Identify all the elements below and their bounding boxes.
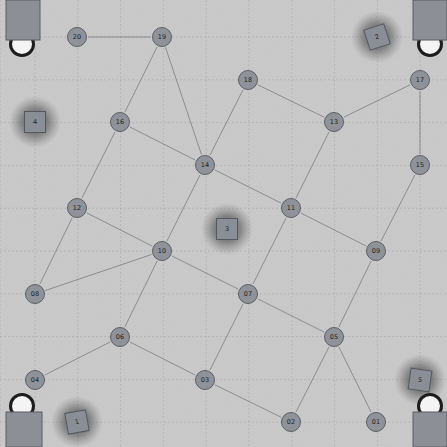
node-number: 16 (116, 119, 124, 126)
node-circle: 02 (281, 412, 301, 432)
link-line (258, 299, 324, 332)
node-circle: 08 (25, 284, 45, 304)
link-line (339, 347, 371, 412)
node-circle: 19 (152, 27, 172, 47)
node-circle: 07 (238, 284, 258, 304)
node-number: 01 (372, 419, 380, 426)
anchor-number: 5 (417, 376, 422, 383)
grid-line (0, 122, 447, 123)
link-line (258, 85, 324, 117)
grid-line (0, 379, 447, 380)
node-number: 05 (330, 334, 338, 341)
link-line (130, 127, 195, 160)
node-circle: 11 (281, 198, 301, 218)
node-circle: 12 (67, 198, 87, 218)
node-number: 20 (73, 34, 81, 41)
anchor-square: 3 (216, 218, 238, 240)
link-line (82, 132, 115, 198)
link-line (420, 91, 421, 154)
node-number: 07 (244, 291, 252, 298)
grid-line (0, 293, 447, 294)
link-line (296, 347, 329, 412)
corner-blocks (6, 0, 447, 447)
anchor-shadows (9, 11, 446, 447)
node-number: 10 (158, 248, 166, 255)
link-line (87, 213, 152, 246)
node-number: 15 (416, 162, 424, 169)
node-number: 09 (372, 248, 380, 255)
grid-line (0, 336, 447, 337)
anchor-number: 2 (374, 33, 380, 40)
node-circle: 14 (195, 155, 215, 175)
node-number: 02 (287, 419, 295, 426)
grid-line (120, 0, 121, 447)
node-number: 17 (416, 77, 424, 84)
anchor-square: 4 (24, 111, 46, 133)
node-circle: 06 (110, 327, 130, 347)
link-line (166, 47, 202, 154)
link-line (301, 213, 366, 246)
link-line (215, 385, 281, 417)
anchor-number: 1 (74, 418, 79, 425)
link-line (125, 47, 157, 112)
link-line (381, 175, 415, 241)
node-circle: 01 (366, 412, 386, 432)
link-line (45, 342, 110, 375)
anchor-number: 4 (33, 119, 37, 126)
link-line (210, 304, 243, 370)
anchor-square: 1 (64, 409, 89, 434)
grid-line (163, 0, 164, 447)
anchor-square: 5 (408, 368, 433, 393)
node-number: 13 (330, 119, 338, 126)
node-circle: 15 (410, 155, 430, 175)
node-number: 19 (158, 34, 166, 41)
node-number: 11 (287, 205, 295, 212)
link-line (215, 170, 281, 203)
link-line (296, 132, 329, 198)
node-number: 12 (73, 205, 81, 212)
node-number: 08 (31, 291, 39, 298)
anchor-number: 3 (225, 226, 229, 233)
grid-line (0, 0, 1, 447)
node-number: 06 (116, 334, 124, 341)
link-line (172, 256, 238, 289)
node-circle: 18 (238, 70, 258, 90)
link-line (40, 218, 72, 284)
link-line (167, 175, 200, 241)
link-line (339, 261, 371, 327)
link-line (253, 218, 286, 284)
grid-line (0, 79, 447, 80)
node-circle: 17 (410, 70, 430, 90)
grid-line (291, 0, 292, 447)
link-line (88, 37, 151, 38)
link-line (125, 261, 157, 327)
node-circle: 13 (324, 112, 344, 132)
link-line (210, 90, 243, 155)
node-circle: 05 (324, 327, 344, 347)
node-circle: 03 (195, 370, 215, 390)
grid-line (77, 0, 78, 447)
node-number: 03 (201, 377, 209, 384)
node-circle: 09 (366, 241, 386, 261)
grid-line (334, 0, 335, 447)
node-circle: 16 (110, 112, 130, 132)
node-circle: 10 (152, 241, 172, 261)
grid-line (0, 165, 447, 166)
node-number: 04 (31, 377, 39, 384)
link-line (344, 85, 410, 117)
node-circle: 20 (67, 27, 87, 47)
node-circle: 04 (25, 370, 45, 390)
link-line (45, 255, 151, 291)
node-number: 14 (201, 162, 209, 169)
grid-line (377, 0, 378, 447)
node-number: 18 (244, 77, 252, 84)
link-line (130, 342, 195, 375)
